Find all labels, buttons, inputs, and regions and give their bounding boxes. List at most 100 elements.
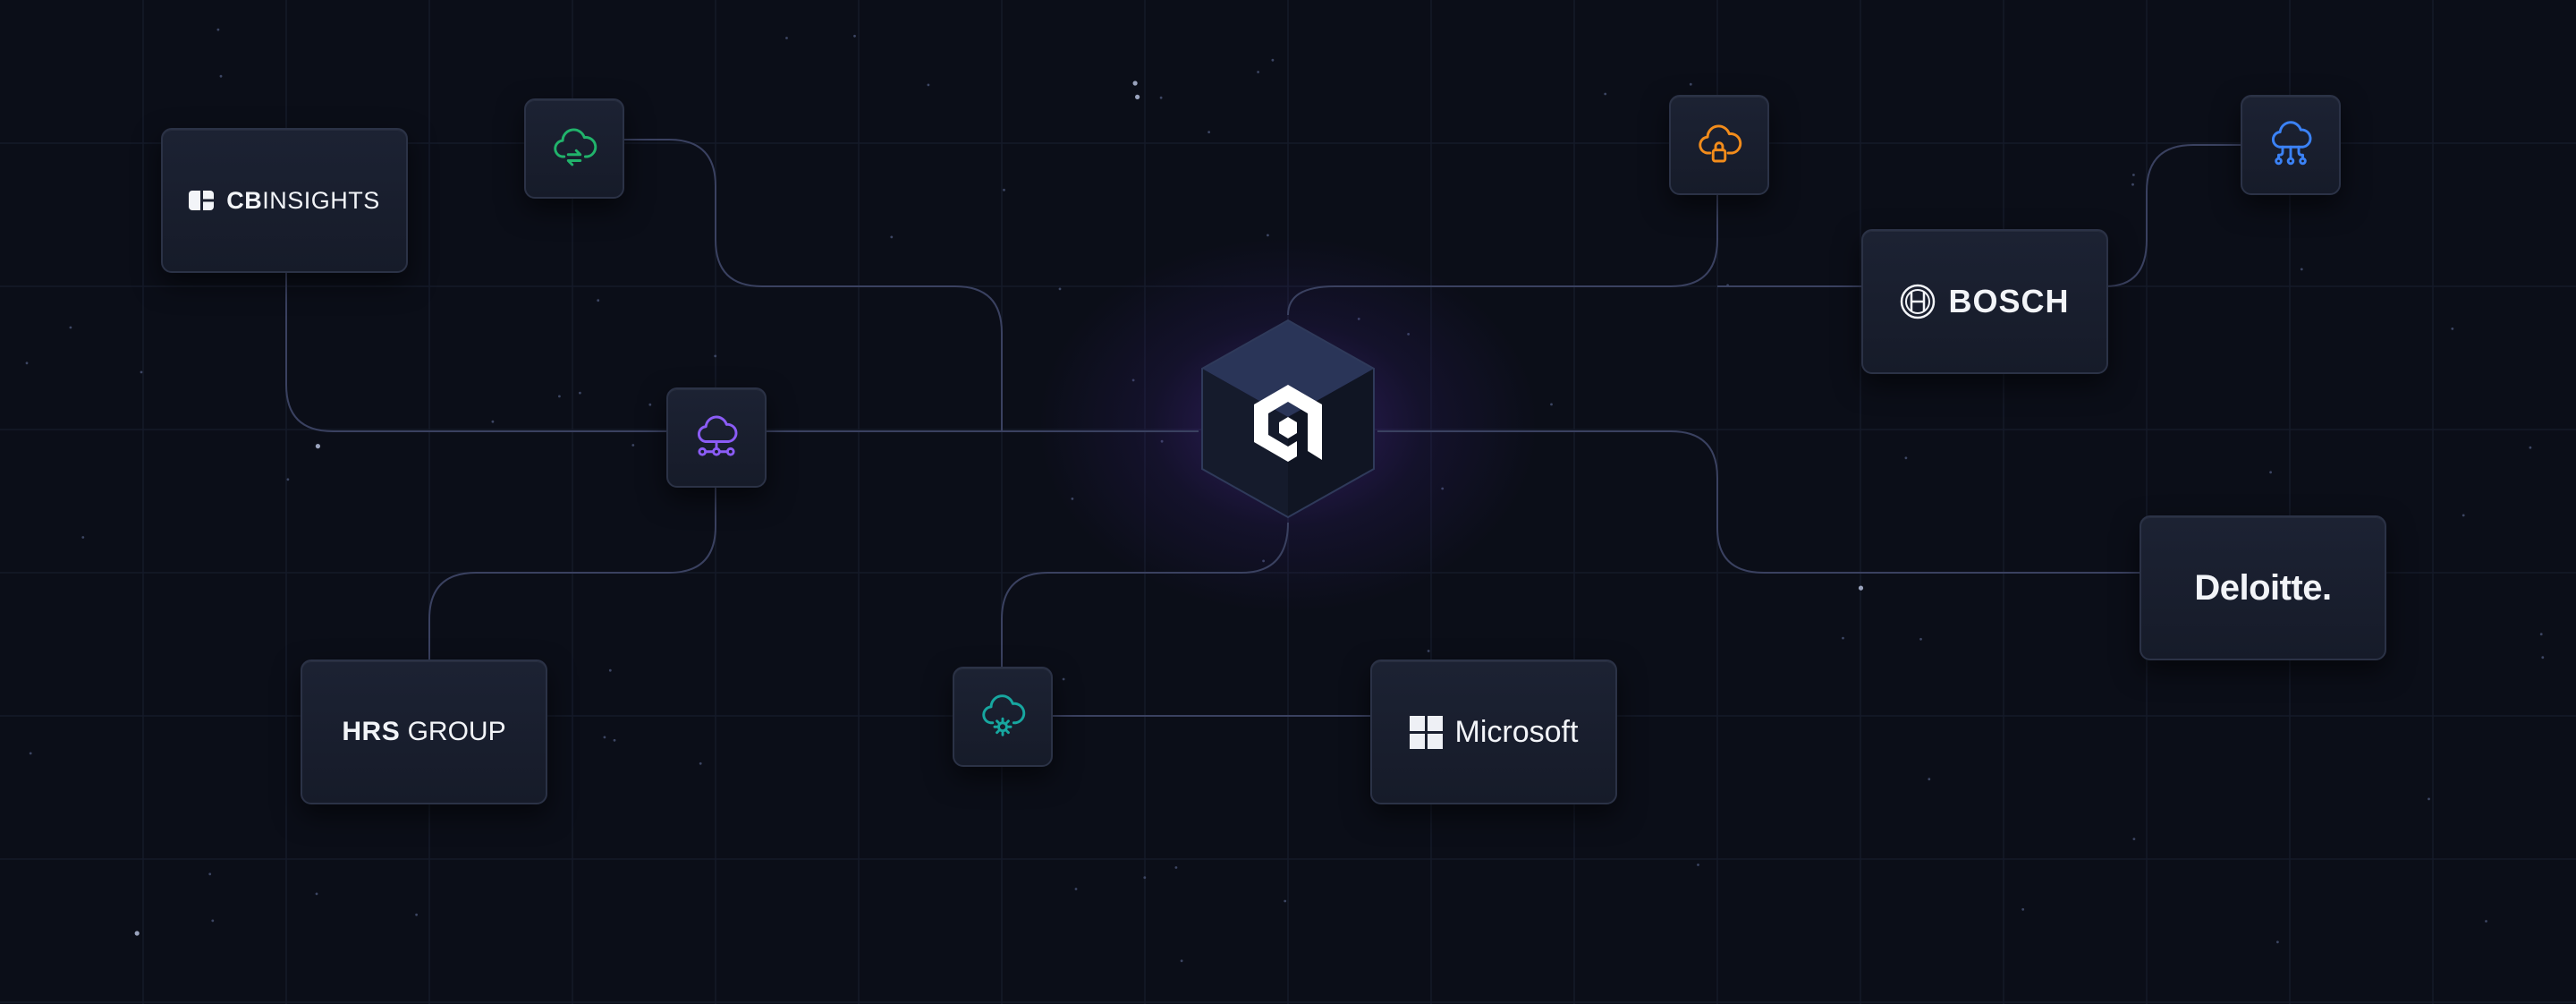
microsoft-grid-icon [1409, 715, 1443, 749]
star-dot [25, 362, 29, 365]
star-dot [1357, 318, 1360, 320]
star-dot [1062, 677, 1065, 681]
star-dot [2428, 797, 2430, 801]
star-dot [2462, 514, 2465, 517]
star-dot [1058, 287, 1062, 291]
star-dot [219, 74, 223, 78]
partner-card-microsoft[interactable]: Microsoft [1370, 659, 1617, 804]
connector-hub-bosch [1287, 193, 1718, 316]
cloud-card-connect[interactable] [2241, 95, 2341, 195]
star-dot [1928, 778, 1931, 781]
bosch-emblem-icon [1901, 284, 1936, 319]
partner-card-deloitte[interactable]: Deloitte. [2140, 515, 2386, 660]
star-dot [1159, 96, 1163, 99]
star-dot [1003, 188, 1005, 191]
star-dot [597, 299, 600, 302]
star-dot [315, 892, 318, 896]
star-dot [1919, 637, 1922, 641]
cloud-settings-icon [982, 694, 1026, 736]
microsoft-wordmark: Microsoft [1454, 714, 1579, 749]
connector-sync-hub [619, 139, 1003, 431]
cloud-card-lock[interactable] [1669, 95, 1769, 195]
cloud-card-settings[interactable] [953, 667, 1053, 767]
star-dot [608, 668, 612, 672]
star-dot [211, 919, 215, 923]
star-dot [1131, 379, 1135, 382]
star-dot [81, 536, 85, 539]
star-dot [2541, 656, 2545, 659]
star-dot [2131, 183, 2134, 186]
star-dot [2485, 920, 2487, 923]
star-dot [69, 326, 72, 329]
star-dot [699, 762, 702, 765]
star-dot [134, 931, 140, 936]
star-dot [1441, 487, 1445, 490]
star-dot [613, 738, 616, 742]
deloitte-wordmark: Deloitte. [2194, 567, 2332, 608]
star-dot [1427, 650, 1430, 652]
star-dot [927, 83, 930, 87]
cbinsights-wordmark: CBINSIGHTS [226, 186, 380, 214]
star-dot [1697, 864, 1699, 866]
hrs-wordmark: HRS GROUP [342, 717, 506, 746]
bosch-wordmark: BOSCH [1948, 283, 2070, 319]
star-dot [1135, 94, 1140, 99]
star-dot [1132, 81, 1138, 86]
star-dot [140, 370, 143, 374]
star-dot [2132, 838, 2136, 840]
star-dot [785, 37, 788, 39]
star-dot [2300, 268, 2303, 271]
star-dot [1074, 888, 1078, 890]
partner-card-hrs[interactable]: HRS GROUP [301, 659, 547, 804]
star-dot [216, 28, 220, 31]
star-dot [1271, 58, 1275, 62]
star-dot [2021, 907, 2025, 911]
star-dot [1604, 92, 1607, 96]
cloud-card-sync[interactable] [524, 98, 624, 199]
star-dot [1160, 439, 1164, 443]
star-dot [1550, 403, 1553, 406]
star-dot [1208, 131, 1210, 134]
star-dot [579, 391, 581, 395]
connector-hub-settings [1001, 522, 1289, 668]
star-dot [1842, 636, 1844, 640]
partner-card-cbinsights[interactable]: CBINSIGHTS [161, 128, 408, 273]
star-dot [1262, 559, 1265, 563]
star-dot [1143, 876, 1147, 880]
cloud-network-icon [697, 415, 738, 456]
star-dot [2132, 174, 2135, 176]
cloud-card-network[interactable] [666, 387, 767, 488]
star-dot [631, 444, 635, 447]
star-dot [648, 403, 652, 406]
partner-card-bosch[interactable]: BOSCH [1861, 229, 2108, 374]
star-dot [2269, 471, 2273, 474]
star-dot [1071, 498, 1074, 500]
star-dot [558, 395, 561, 398]
connector-cbinsights-hub [285, 270, 1199, 432]
star-dot [1284, 899, 1287, 903]
star-dot [1904, 456, 1908, 460]
star-dot [890, 235, 894, 239]
star-dot [1689, 82, 1692, 86]
connector-hub-deloitte [1377, 430, 2141, 574]
star-dot [1407, 333, 1410, 336]
star-dot [714, 354, 717, 358]
star-dot [1267, 234, 1269, 237]
cloud-lock-icon [1699, 124, 1742, 163]
star-dot [286, 478, 290, 481]
cb-mark-icon [189, 191, 215, 210]
star-dot [2529, 446, 2532, 449]
cloud-connect-icon [2271, 121, 2312, 166]
star-dot [1858, 585, 1864, 591]
star-dot [491, 420, 495, 423]
star-dot [853, 34, 856, 38]
star-dot [603, 736, 606, 739]
connector-bosch-connect [2105, 144, 2241, 287]
ai-platform-logo-icon[interactable] [1195, 313, 1381, 524]
star-dot [1257, 71, 1259, 73]
star-dot [2451, 328, 2454, 330]
connector-network-hrs [428, 485, 716, 660]
star-dot [208, 872, 212, 876]
